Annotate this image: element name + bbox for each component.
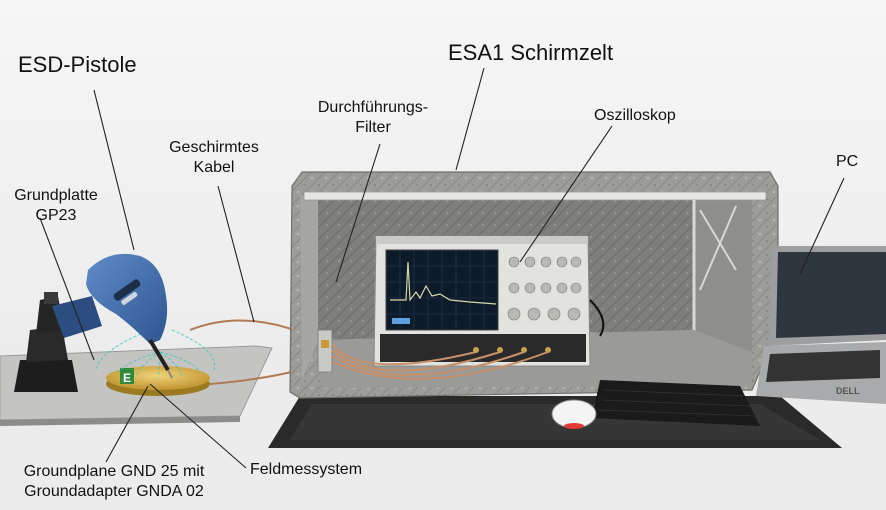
leader-filter [335, 143, 381, 283]
label-feldmesssystem: Feldmessystem [250, 461, 363, 478]
mouse [551, 399, 597, 429]
oscilloscope [373, 235, 591, 367]
label-oszilloskop: Oszilloskop [594, 107, 676, 124]
leader-groundplane [105, 385, 149, 463]
svg-text:DELL: DELL [836, 386, 860, 396]
label-pc: PC [836, 153, 859, 170]
esd-pistol [52, 253, 173, 379]
label-groundplane-line2: Groundadapter GNDA 02 [24, 483, 204, 500]
laptop-pc: DELL [756, 246, 886, 404]
leader-oszilloskop [519, 125, 613, 263]
label-groundplane-line1: Groundplane GND 25 mit [23, 463, 205, 480]
label-durchfuehrungs-filter: Durchführungs- Filter [302, 98, 444, 138]
label-grundplatte: Grundplatte GP23 [0, 186, 112, 226]
label-durchfuehrungs-line2: Filter [355, 119, 391, 136]
leader-esd-pistole [93, 89, 135, 251]
keyboard [592, 380, 760, 426]
label-kabel-line2: Kabel [193, 159, 235, 176]
label-grundplatte-line2: GP23 [35, 207, 77, 224]
leader-feldmess [149, 383, 247, 469]
leader-grundplatte [39, 217, 95, 361]
label-groundplane: Groundplane GND 25 mit Groundadapter GND… [4, 462, 224, 502]
label-esa1-schirmzelt: ESA1 Schirmzelt [448, 40, 614, 65]
leader-pc [799, 177, 845, 275]
leader-kabel [217, 185, 255, 323]
label-esd-pistole: ESD-Pistole [18, 52, 137, 77]
label-durchfuehrungs-line1: Durchführungs- [317, 99, 429, 116]
label-kabel-line1: Geschirmtes [169, 139, 259, 156]
leader-esa1 [455, 67, 485, 171]
label-geschirmtes-kabel: Geschirmtes Kabel [154, 138, 274, 178]
label-grundplatte-line1: Grundplatte [14, 187, 98, 204]
svg-text:E: E [123, 371, 131, 385]
